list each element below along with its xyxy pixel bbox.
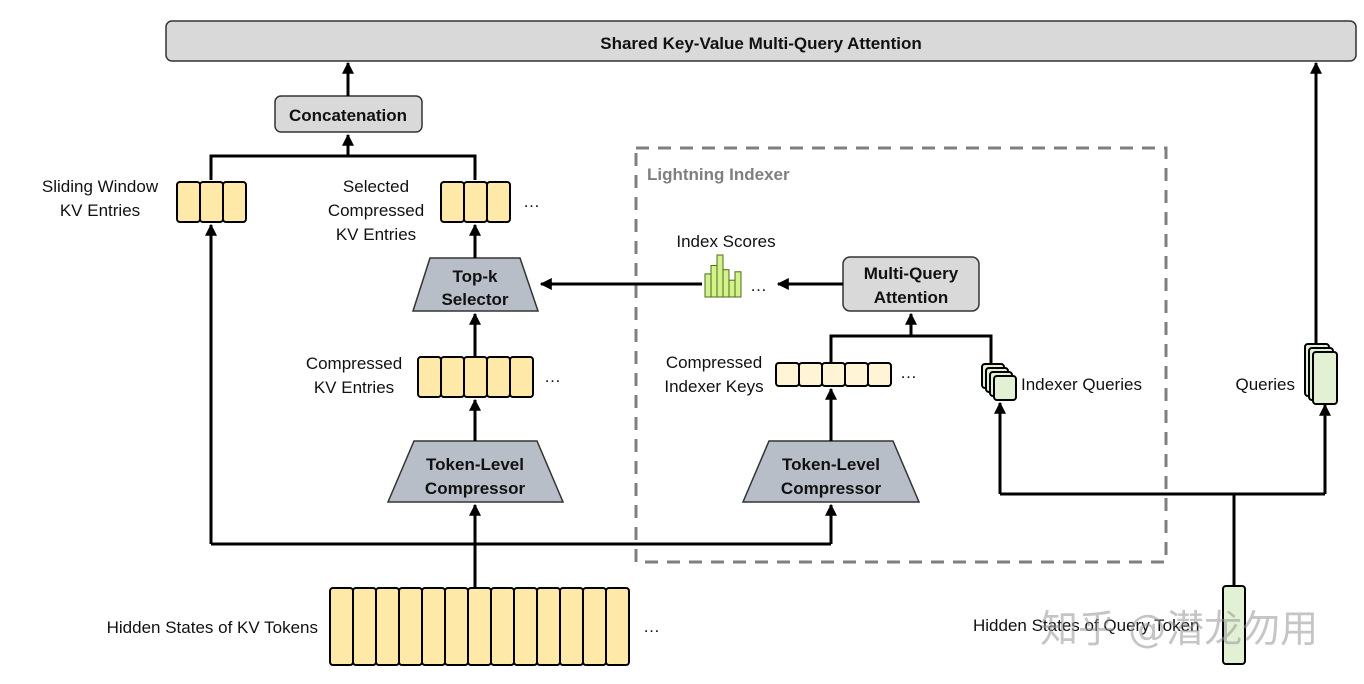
selected-ellipsis: … [523,192,540,211]
index-score-bar [710,265,718,298]
topk-label-line1: Top-k [452,267,498,286]
indexer-keys-ellipsis: … [900,363,917,382]
compressor-left-line2: Compressor [425,479,526,498]
index-score-bar [722,269,730,298]
queries-label: Queries [1235,375,1295,394]
compressed-kv-ellipsis: … [544,367,561,386]
watermark: 知乎 @潜龙勿用 [1040,607,1318,651]
hidden-query-label: Hidden States of Query Token [973,616,1200,635]
selected-label-line1: Selected [343,177,409,196]
index-scores-label: Index Scores [676,232,775,251]
index-score-bar [704,273,712,298]
shared-kv-attention-bar [165,20,1357,62]
queries-stack [1304,343,1338,405]
hidden-kv-ellipsis: … [643,617,660,636]
lightning-indexer-title: Lightning Indexer [647,165,790,184]
compressor-right-line2: Compressor [781,479,882,498]
index-score-bar [734,271,742,298]
indexer-queries-label: Indexer Queries [1021,375,1142,394]
token-level-compressor-right [741,440,921,503]
mqa-label-line2: Attention [874,288,949,307]
selected-compressed-kv-entries [440,181,511,223]
compressed-kv-entries [417,356,534,398]
index-score-bar [716,254,724,298]
mqa-label-line1: Multi-Query [864,264,959,283]
index-scores-ellipsis: … [750,276,767,295]
compressed-indexer-keys [775,362,892,387]
indexer-keys-label-line2: Indexer Keys [664,377,763,396]
selected-label-line2: Compressed [328,201,424,220]
merge-connector [209,154,477,180]
selected-label-line3: KV Entries [336,225,416,244]
token-level-compressor-left [386,440,565,503]
compressed-kv-label-line2: KV Entries [314,378,394,397]
index-scores-chart [704,254,742,298]
compressor-right-line1: Token-Level [782,455,880,474]
hidden-kv-tokens [329,587,630,666]
sliding-window-label-line1: Sliding Window [42,177,159,196]
hidden-kv-label: Hidden States of KV Tokens [107,618,318,637]
topk-label-line2: Selector [441,290,508,309]
topk-selector [411,257,540,312]
index-score-bar [728,279,736,298]
indexer-queries-stack [981,363,1017,401]
lightning-indexer-region [634,146,1168,564]
compressor-left-line1: Token-Level [426,455,524,474]
sliding-window-kv-entries [176,181,247,223]
concatenation-label: Concatenation [289,106,407,125]
compressed-kv-label-line1: Compressed [306,354,402,373]
indexer-keys-label-line1: Compressed [666,353,762,372]
indexer-merge-connector [829,334,993,364]
shared-kv-attention-title: Shared Key-Value Multi-Query Attention [600,34,921,53]
sliding-window-label-line2: KV Entries [60,201,140,220]
